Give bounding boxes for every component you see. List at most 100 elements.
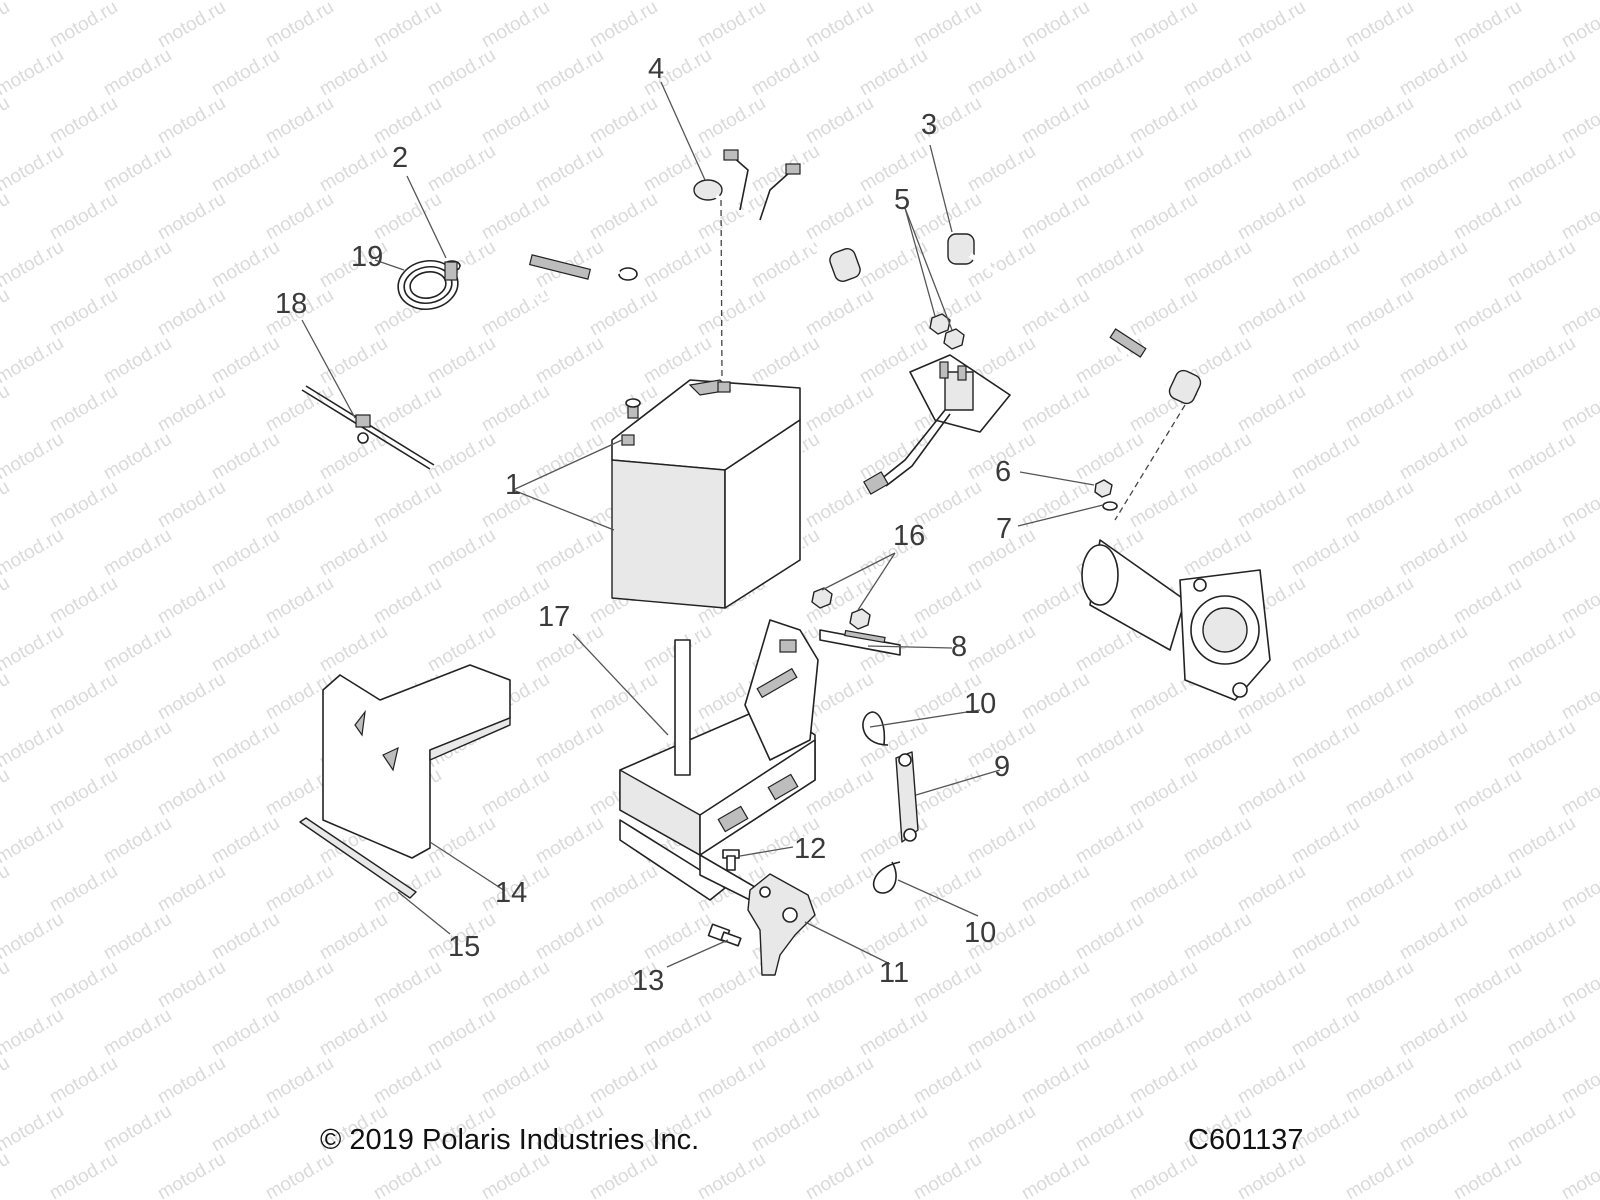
part-6-nut <box>1094 479 1113 498</box>
callout-10-upper: 10 <box>964 688 996 720</box>
watermark-text: motod.ru <box>1342 669 1417 725</box>
watermark-text: motod.ru <box>154 1149 229 1200</box>
callout-19: 19 <box>351 241 383 273</box>
watermark-text: motod.ru <box>208 813 283 869</box>
watermark-text: motod.ru <box>1288 909 1363 965</box>
watermark-text: motod.ru <box>46 957 121 1013</box>
watermark-text: motod.ru <box>46 573 121 629</box>
watermark-text: motod.ru <box>532 525 607 581</box>
watermark-text: motod.ru <box>1072 1101 1147 1157</box>
callout-labels: 1 2 3 4 5 6 7 8 9 10 10 11 12 13 14 15 1… <box>275 53 1012 997</box>
watermark-text: motod.ru <box>316 45 391 101</box>
watermark-text: motod.ru <box>100 813 175 869</box>
watermark-text: motod.ru <box>208 141 283 197</box>
watermark-text: motod.ru <box>1072 429 1147 485</box>
watermark-text: motod.ru <box>0 93 13 149</box>
watermark-text: motod.ru <box>1504 717 1579 773</box>
callout-14: 14 <box>495 877 527 909</box>
watermark-text: motod.ru <box>0 861 13 917</box>
leader-lines <box>301 81 1186 968</box>
watermark-text: motod.ru <box>640 1005 715 1061</box>
watermark-text: motod.ru <box>640 909 715 965</box>
watermark-text: motod.ru <box>478 381 553 437</box>
watermark-text: motod.ru <box>1072 237 1147 293</box>
watermark-text: motod.ru <box>1342 1053 1417 1109</box>
watermark-text: motod.ru <box>1450 285 1525 341</box>
watermark-text: motod.ru <box>1018 957 1093 1013</box>
watermark-text: motod.ru <box>478 765 553 821</box>
watermark-text: motod.ru <box>478 1053 553 1109</box>
watermark-text: motod.ru <box>1180 717 1255 773</box>
watermark-text: motod.ru <box>964 813 1039 869</box>
watermark-text: motod.ru <box>316 429 391 485</box>
part-11-bracket <box>747 873 816 976</box>
watermark-text: motod.ru <box>316 141 391 197</box>
watermark-text: motod.ru <box>1504 909 1579 965</box>
part-10-clip-lower <box>872 861 901 894</box>
watermark-text: motod.ru <box>964 141 1039 197</box>
watermark-text: motod.ru <box>154 573 229 629</box>
watermark-text: motod.ru <box>1450 0 1525 52</box>
watermark-text: motod.ru <box>46 381 121 437</box>
watermark-text: motod.ru <box>0 381 13 437</box>
watermark-text: motod.ru <box>46 189 121 245</box>
watermark-text: motod.ru <box>1288 525 1363 581</box>
watermark-text: motod.ru <box>1180 1005 1255 1061</box>
part-5-nuts <box>929 313 965 350</box>
watermark-text: motod.ru <box>1504 1101 1579 1157</box>
watermark-text: motod.ru <box>100 717 175 773</box>
watermark-text: motod.ru <box>154 957 229 1013</box>
part-10-clip-upper <box>862 711 889 746</box>
watermark-text: motod.ru <box>1180 813 1255 869</box>
part-15-rubber-strip <box>299 817 417 899</box>
watermark-text: motod.ru <box>208 429 283 485</box>
watermark-text: motod.ru <box>1558 477 1600 533</box>
watermark-text: motod.ru <box>1504 45 1579 101</box>
watermark-text: motod.ru <box>1288 1005 1363 1061</box>
watermark-text: motod.ru <box>694 1149 769 1200</box>
watermark-text: motod.ru <box>802 0 877 52</box>
watermark-text: motod.ru <box>1072 813 1147 869</box>
watermark-text: motod.ru <box>1504 525 1579 581</box>
callout-16: 16 <box>893 520 925 552</box>
callout-1: 1 <box>505 469 521 501</box>
watermark-text: motod.ru <box>802 1149 877 1200</box>
watermark-text: motod.ru <box>0 525 67 581</box>
watermark-text: motod.ru <box>694 0 769 52</box>
watermark-text: motod.ru <box>748 333 823 389</box>
watermark-text: motod.ru <box>262 861 337 917</box>
watermark-text: motod.ru <box>208 1005 283 1061</box>
watermark-text: motod.ru <box>1342 1149 1417 1200</box>
watermark-text: motod.ru <box>1396 237 1471 293</box>
watermark-text: motod.ru <box>1396 621 1471 677</box>
watermark-text: motod.ru <box>154 477 229 533</box>
watermark-text: motod.ru <box>0 0 67 4</box>
watermark-text: motod.ru <box>694 93 769 149</box>
watermark-text: motod.ru <box>856 717 931 773</box>
callout-17: 17 <box>538 601 570 633</box>
watermark-text: motod.ru <box>748 1101 823 1157</box>
watermark-text: motod.ru <box>1450 381 1525 437</box>
watermark-text: motod.ru <box>1018 669 1093 725</box>
part-4-cable-harness <box>693 149 861 282</box>
part-7-washer <box>1102 501 1118 511</box>
watermark-text: motod.ru <box>1126 957 1201 1013</box>
watermark-text: motod.ru <box>1018 1149 1093 1200</box>
watermark-text: motod.ru <box>802 381 877 437</box>
watermark-text: motod.ru <box>370 573 445 629</box>
watermark-text: motod.ru <box>0 333 67 389</box>
watermark-text: motod.ru <box>1180 45 1255 101</box>
watermark-text: motod.ru <box>478 957 553 1013</box>
watermark-text: motod.ru <box>1342 573 1417 629</box>
watermark-text: motod.ru <box>694 285 769 341</box>
watermark-text: motod.ru <box>1126 0 1201 52</box>
watermark-text: motod.ru <box>1342 477 1417 533</box>
watermark-text: motod.ru <box>1288 717 1363 773</box>
watermark-text: motod.ru <box>910 861 985 917</box>
watermark-text: motod.ru <box>1234 957 1309 1013</box>
watermark-text: motod.ru <box>640 333 715 389</box>
watermark-text: motod.ru <box>1396 525 1471 581</box>
watermark-text: motod.ru <box>1018 1053 1093 1109</box>
